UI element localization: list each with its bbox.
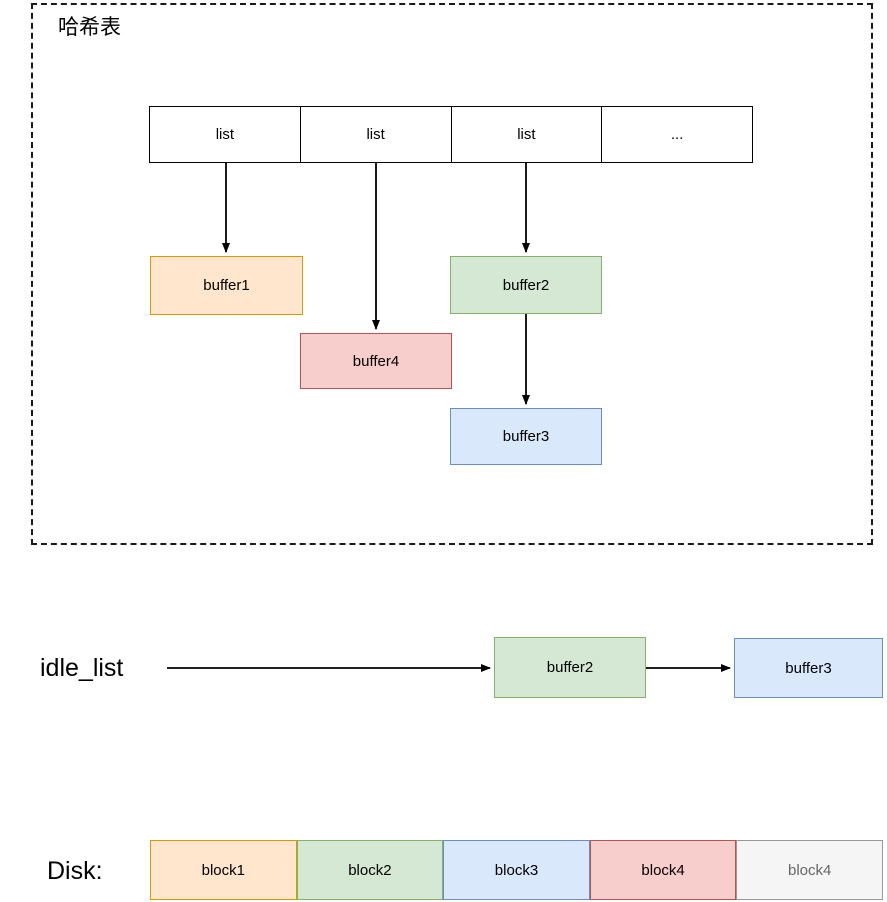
- disk-strip: block1 block2 block3 block4 block4: [150, 840, 883, 900]
- disk-block-1[interactable]: block1: [150, 840, 297, 900]
- buffer4-node[interactable]: buffer4: [300, 333, 452, 389]
- buffer3-node[interactable]: buffer3: [450, 408, 602, 465]
- disk-block-4[interactable]: block4: [589, 840, 737, 900]
- bucket-cell-3[interactable]: ...: [670, 126, 684, 143]
- hash-table-region: [31, 3, 873, 545]
- bucket-cell-0[interactable]: list: [150, 107, 301, 162]
- bucket-cell-1[interactable]: list: [301, 107, 452, 162]
- hash-table-title: 哈希表: [58, 16, 121, 39]
- disk-label: Disk:: [47, 857, 103, 885]
- idle-buffer2-node[interactable]: buffer2: [494, 637, 646, 698]
- bucket-cell-2[interactable]: list: [452, 107, 603, 162]
- idle-list-label: idle_list: [40, 654, 124, 682]
- bucket-array: list list list ...: [149, 106, 753, 163]
- buffer1-node[interactable]: buffer1: [150, 256, 303, 315]
- idle-buffer3-node[interactable]: buffer3: [734, 638, 883, 698]
- buffer2-node[interactable]: buffer2: [450, 256, 602, 314]
- disk-block-2[interactable]: block2: [296, 840, 444, 900]
- disk-block-5[interactable]: block4: [736, 840, 883, 900]
- disk-block-3[interactable]: block3: [443, 840, 590, 900]
